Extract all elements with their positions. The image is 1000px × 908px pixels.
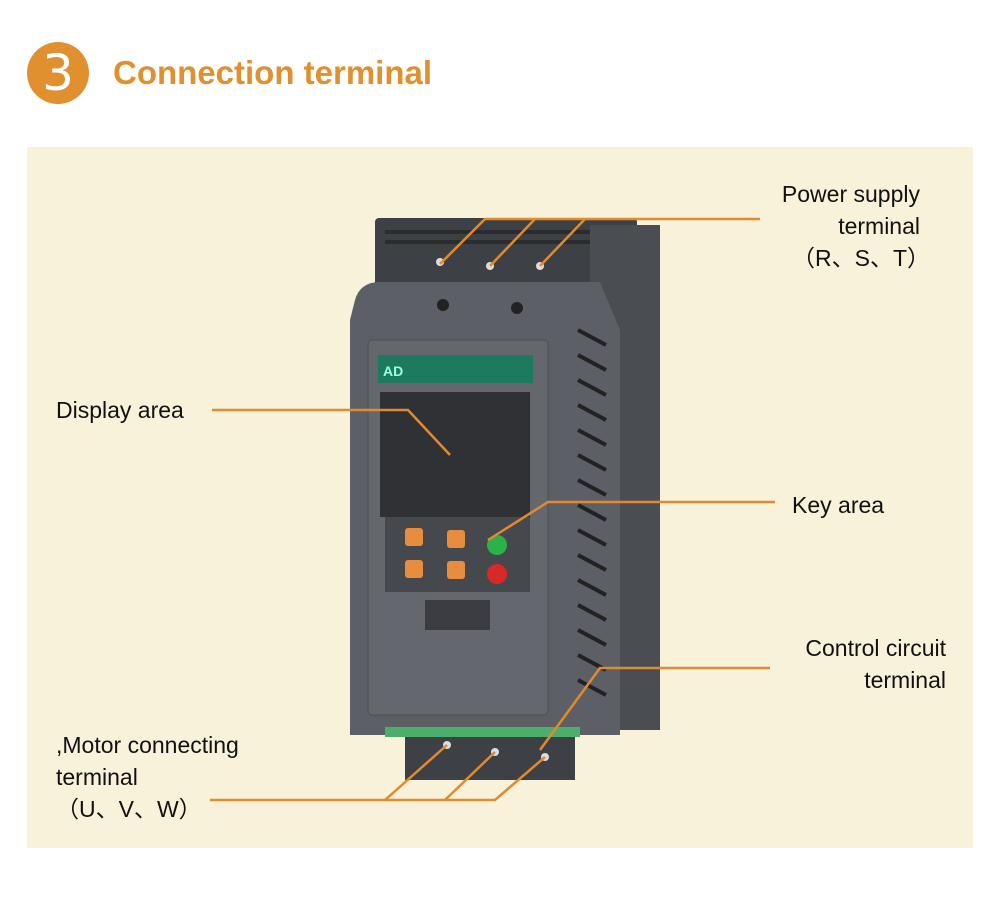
power-supply-label-line: Power supply (781, 181, 920, 207)
screw (436, 258, 444, 266)
control-circuit-label-line: Control circuit (805, 635, 946, 661)
key-button (405, 528, 423, 546)
motor-terminal-label: ,Motor connecting terminal （U、V、W） (56, 729, 239, 825)
cover-slot (425, 600, 490, 630)
key-area-label: Key area (792, 492, 885, 518)
display-leader (212, 408, 451, 456)
power-leader (439, 217, 760, 265)
motor-leader (444, 751, 496, 801)
power-supply-label-line: terminal (838, 213, 920, 239)
logo-strip (378, 355, 533, 383)
vent-grille (385, 230, 625, 244)
power-supply-label-line: （R、S、T） (792, 245, 930, 271)
motor-terminal-label-line: ,Motor connecting (56, 732, 239, 758)
logo-mark: AD (383, 363, 403, 379)
display-screen (380, 392, 530, 517)
control-terminal-strip (385, 727, 580, 737)
power-supply-label: Power supply terminal （R、S、T） (760, 178, 930, 274)
display-area-label: Display area (56, 397, 184, 423)
leader-lines (210, 217, 775, 802)
control-leader (538, 666, 770, 751)
key-button (405, 560, 423, 578)
key-button (447, 530, 465, 548)
control-circuit-label-line: terminal (864, 667, 946, 693)
section-number-badge: 3 (27, 42, 89, 104)
power-leader (539, 218, 586, 267)
motor-leader (210, 756, 546, 802)
screw (511, 302, 523, 314)
power-leader (489, 218, 536, 267)
stop-button (487, 564, 507, 584)
key-leader (487, 500, 775, 542)
motor-terminal-label-line: （U、V、W） (56, 796, 202, 822)
screw (437, 299, 449, 311)
run-button (487, 535, 507, 555)
motor-leader (384, 744, 448, 801)
motor-terminal-label-line: terminal (56, 764, 138, 790)
section-title: Connection terminal (113, 54, 433, 91)
section-header: 3 Connection terminal (27, 40, 432, 106)
top-terminal-cover (375, 218, 637, 286)
key-button (447, 561, 465, 579)
control-circuit-label: Control circuit terminal (778, 632, 946, 696)
